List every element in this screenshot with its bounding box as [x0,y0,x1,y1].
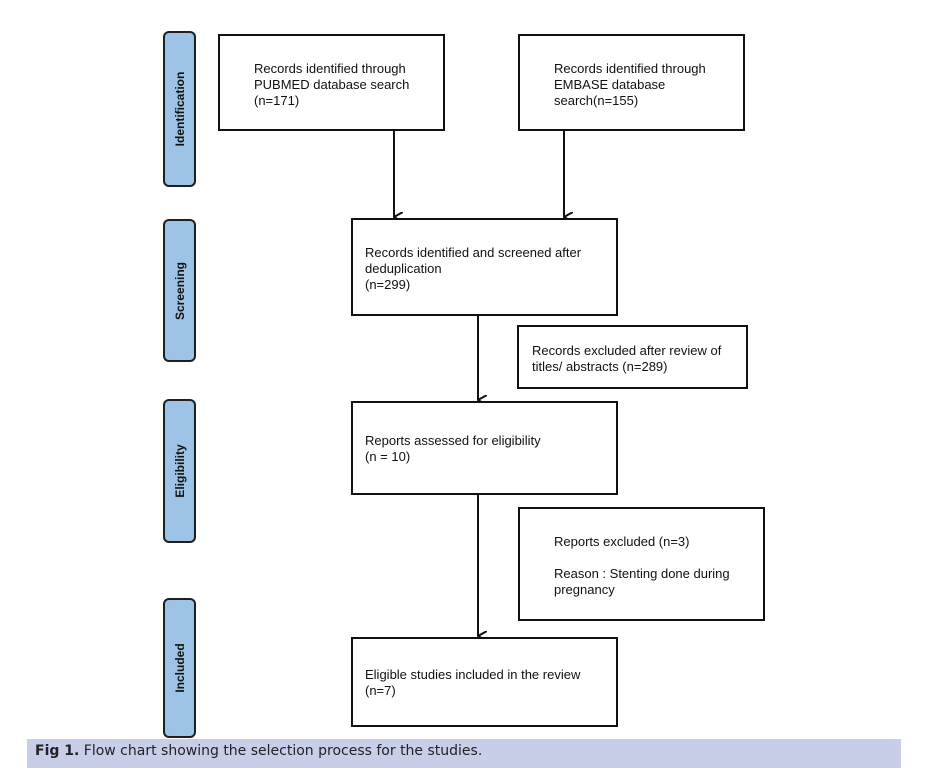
phase-screening: Screening [163,219,196,362]
box-excluded-titles: Records excluded after review of titles/… [517,325,748,389]
figure-caption-label: Fig 1. [35,743,80,759]
box-pubmed-records: Records identified through PUBMED databa… [218,34,445,131]
caption-bar [27,739,901,768]
phase-included: Included [163,598,196,738]
box-embase-records: Records identified through EMBASE databa… [518,34,745,131]
box-screened-records: Records identified and screened after de… [351,218,618,316]
figure-caption-text: Flow chart showing the selection process… [79,743,483,759]
box-excluded-titles-text: Records excluded after review of titles/… [532,343,722,374]
box-studies-included: Eligible studies included in the review … [351,637,618,727]
box-pubmed-text: Records identified through PUBMED databa… [254,61,410,108]
phase-eligibility: Eligibility [163,399,196,543]
box-reports-assessed: Reports assessed for eligibility (n = 10… [351,401,618,495]
figure-caption: Fig 1. Flow chart showing the selection … [35,743,482,759]
box-reports-excluded-text: Reports excluded (n=3) Reason : Stenting… [554,534,730,597]
box-reports-assessed-text: Reports assessed for eligibility (n = 10… [365,433,541,464]
box-studies-included-text: Eligible studies included in the review … [365,667,581,698]
phase-identification: Identification [163,31,196,187]
box-screened-text: Records identified and screened after de… [365,245,582,292]
box-reports-excluded: Reports excluded (n=3) Reason : Stenting… [518,507,765,621]
box-embase-text: Records identified through EMBASE databa… [554,61,706,108]
